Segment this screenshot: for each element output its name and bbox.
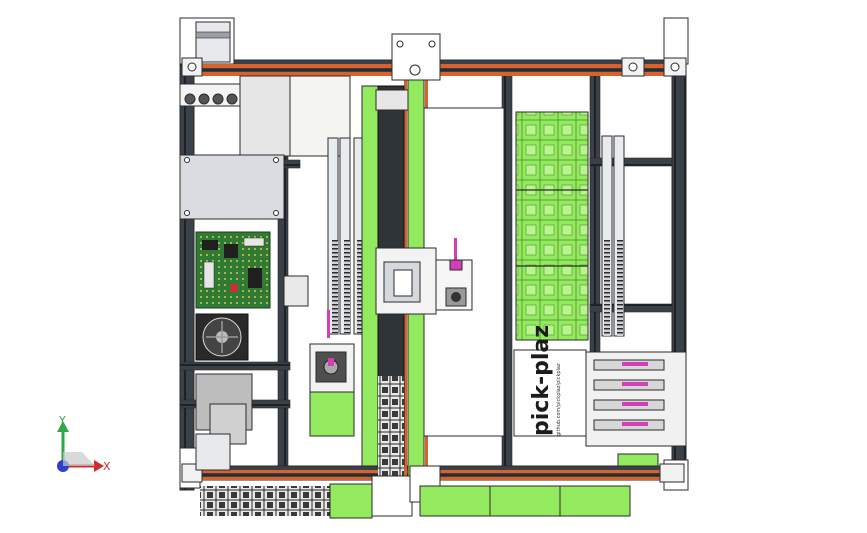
pink-probe-left: [327, 310, 330, 338]
toolhead-assembly: [375, 238, 473, 315]
x-gantry-carriage-bottom: [371, 475, 413, 517]
feeder-pink-lever: [622, 402, 648, 406]
corner-post-top-right: [663, 17, 689, 65]
brand-tagline: github.com/pickplaz/pickplaz: [556, 363, 562, 436]
feeder-pink-lever: [622, 422, 648, 426]
tape-feeders-right: [585, 351, 687, 447]
triad-plane-icon: [63, 452, 95, 466]
grey-tray: [375, 89, 409, 111]
drag-chain-x: [378, 376, 404, 476]
axis-triad: Y X: [57, 414, 111, 473]
frame-crossbar: [589, 303, 673, 313]
camera-green-base: [309, 391, 355, 437]
feeder-strips-right: [601, 135, 625, 337]
bottom-green-cover: [329, 483, 373, 519]
frame-crossbar: [589, 157, 673, 167]
stepper-motor-y-bottom: [195, 433, 231, 471]
pcb-connector-strip: [283, 275, 309, 307]
feeder-pink-lever: [622, 362, 648, 366]
feeder-pcb-strip: [617, 453, 659, 467]
brand-name: pick-plaz: [529, 325, 554, 436]
stepper-motor-y-left: [195, 21, 231, 63]
component-tray: [515, 111, 589, 341]
pcb-components: [202, 237, 265, 292]
plate-screws: [184, 157, 279, 216]
pink-probe-tip: [328, 358, 334, 366]
bottom-green-base: [419, 485, 631, 517]
feeder-strips-left: [327, 137, 365, 335]
x-axis-label: X: [103, 460, 111, 473]
frame-left-upright: [179, 59, 195, 491]
camera-lens-icon: [315, 351, 347, 383]
control-box-plate: [179, 154, 285, 220]
feeder-pink-lever: [622, 382, 648, 386]
frame-crossbar: [179, 361, 291, 371]
motor-shaft-band: [195, 31, 231, 39]
pink-nozzle-tip: [449, 259, 463, 271]
y-axis-label: Y: [58, 414, 66, 427]
pink-needle: [454, 238, 457, 264]
